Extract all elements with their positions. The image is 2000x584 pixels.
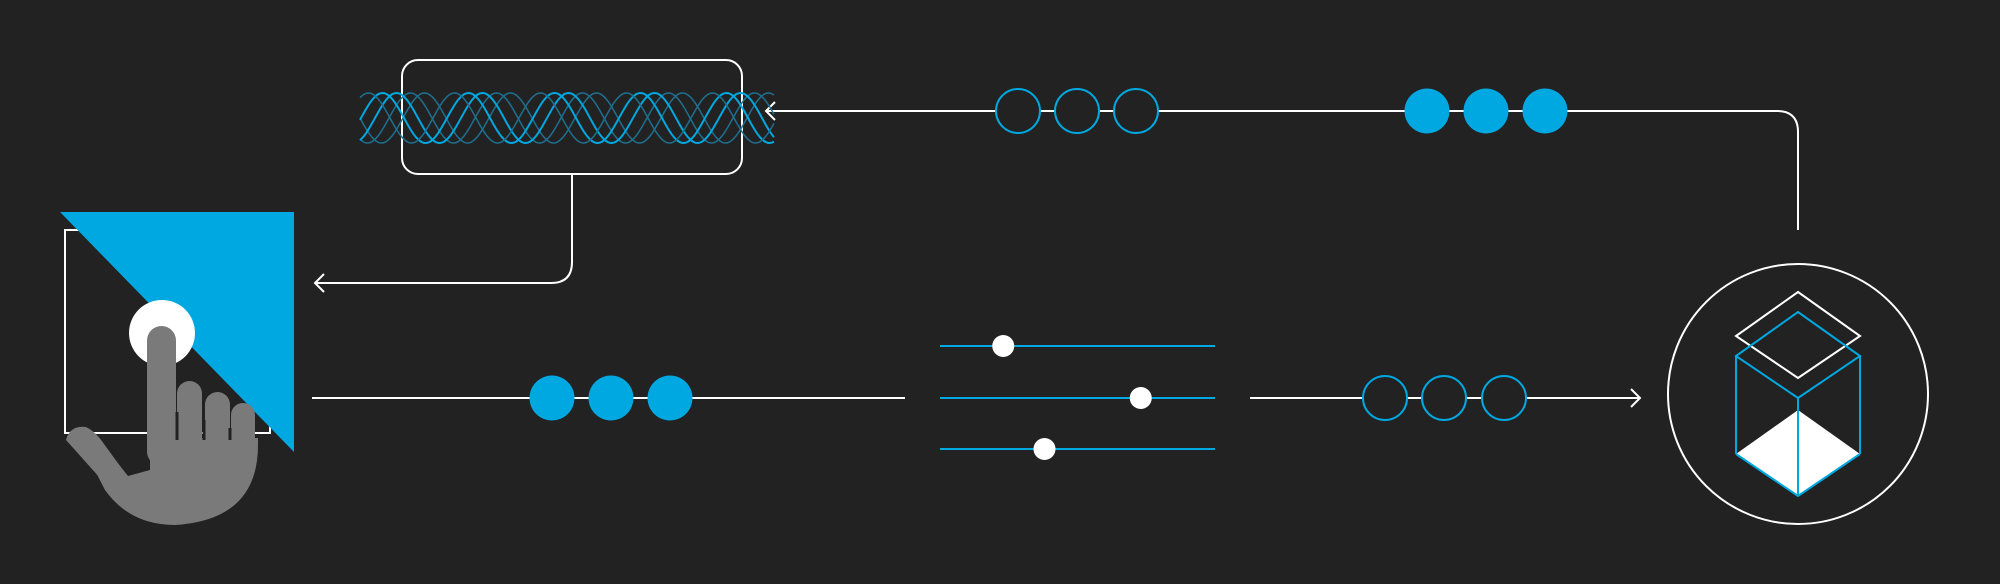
filled-node xyxy=(1522,88,1568,134)
arrow-head-left xyxy=(313,273,325,293)
slider-controls xyxy=(940,335,1215,460)
filled-node xyxy=(588,375,634,421)
touch-hand-icon xyxy=(66,326,258,525)
top-return-line xyxy=(766,110,1799,230)
slider-knob xyxy=(1033,438,1056,460)
arrow-head-left xyxy=(764,101,776,121)
arrow-head-right xyxy=(1630,388,1642,408)
model-circle xyxy=(1667,263,1929,525)
waveform-down-connector xyxy=(313,174,573,293)
layered-cube-icon xyxy=(1734,290,1862,498)
top-return-connector xyxy=(764,88,1799,230)
outline-node xyxy=(1481,375,1527,421)
waveform-down-line xyxy=(315,174,573,284)
waveform-icon xyxy=(359,91,775,145)
outline-node xyxy=(1054,88,1100,134)
bottom-left-connector xyxy=(312,375,905,421)
outline-node xyxy=(1113,88,1159,134)
filled-node xyxy=(647,375,693,421)
outline-node xyxy=(995,88,1041,134)
waveform-box xyxy=(359,59,775,175)
wave-line xyxy=(359,91,775,145)
slider-knob xyxy=(992,335,1015,357)
touch-input-panel xyxy=(60,212,294,525)
wave-line xyxy=(359,91,775,145)
filled-node xyxy=(529,375,575,421)
outline-node xyxy=(1421,375,1467,421)
model-node xyxy=(1667,263,1929,525)
filled-node xyxy=(1463,88,1509,134)
wave-line xyxy=(359,92,775,144)
filled-node xyxy=(1404,88,1450,134)
slider-knob xyxy=(1129,387,1152,409)
bottom-right-connector xyxy=(1250,375,1642,421)
outline-node xyxy=(1362,375,1408,421)
